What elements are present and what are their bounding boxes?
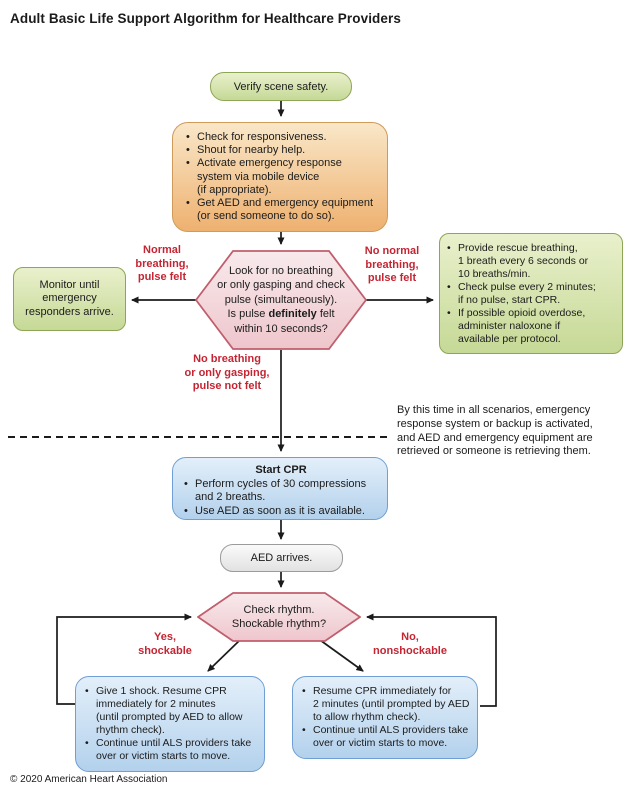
bullet-item: Perform cycles of 30 compressions and 2 … bbox=[183, 478, 379, 504]
start-cpr-heading: Start CPR bbox=[255, 464, 307, 476]
node-nonshockable: Resume CPR immediately for 2 minutes (un… bbox=[292, 676, 478, 759]
hexagon-shape bbox=[195, 250, 367, 350]
bullet-item: Get AED and emergency equipment (or send… bbox=[185, 197, 377, 223]
bullet-item: Check for responsiveness. bbox=[185, 131, 377, 144]
bullet-item: Resume CPR immediately for 2 minutes (un… bbox=[301, 685, 471, 724]
page-title: Adult Basic Life Support Algorithm for H… bbox=[10, 11, 401, 26]
bullet-item: Activate emergency response system via m… bbox=[185, 157, 377, 197]
branch-label-no-breathing: No breathing or only gasping, pulse not … bbox=[184, 353, 270, 392]
node-breathing-pulse-check: Look for no breathing or only gasping an… bbox=[195, 250, 367, 350]
start-cpr-list: Perform cycles of 30 compressions and 2 … bbox=[183, 478, 379, 518]
node-verify-scene: Verify scene safety. bbox=[210, 72, 352, 101]
nonshockable-list: Resume CPR immediately for 2 minutes (un… bbox=[301, 685, 471, 750]
copyright-text: © 2020 American Heart Association bbox=[10, 774, 168, 785]
node-shockable: Give 1 shock. Resume CPR immediately for… bbox=[75, 676, 265, 772]
branch-label-yes-shockable: Yes, shockable bbox=[138, 631, 192, 657]
bullet-item: Continue until ALS providers take over o… bbox=[84, 737, 258, 763]
node-monitor: Monitor until emergency responders arriv… bbox=[13, 267, 126, 331]
branch-label-normal-breathing: Normal breathing, pulse felt bbox=[135, 244, 189, 283]
aed-arrives-text: AED arrives. bbox=[250, 552, 313, 564]
bullet-item: If possible opioid overdose, administer … bbox=[446, 307, 596, 346]
breathing-pulse-check-text: Look for no breathing or only gasping an… bbox=[217, 264, 345, 335]
branch-label-no-normal-breathing: No normal breathing, pulse felt bbox=[364, 245, 420, 284]
breathing-check-bold-word: definitely bbox=[268, 308, 317, 321]
scenario-note: By this time in all scenarios, emergency… bbox=[397, 404, 593, 458]
node-rescue-breathing: Provide rescue breathing, 1 breath every… bbox=[439, 233, 623, 354]
bullet-item: Give 1 shock. Resume CPR immediately for… bbox=[84, 685, 258, 737]
branch-label-no-nonshockable: No, nonshockable bbox=[373, 631, 447, 657]
initial-assessment-list: Check for responsiveness.Shout for nearb… bbox=[185, 131, 377, 223]
node-check-rhythm: Check rhythm. Shockable rhythm? bbox=[197, 592, 361, 642]
verify-scene-text: Verify scene safety. bbox=[233, 80, 329, 93]
rescue-breathing-list: Provide rescue breathing, 1 breath every… bbox=[446, 242, 596, 346]
check-rhythm-text: Check rhythm. Shockable rhythm? bbox=[231, 604, 327, 630]
node-start-cpr: Start CPR Perform cycles of 30 compressi… bbox=[172, 457, 388, 520]
hexagon-shape bbox=[197, 592, 361, 642]
bullet-item: Use AED as soon as it is available. bbox=[183, 505, 379, 518]
bullet-item: Check pulse every 2 minutes; if no pulse… bbox=[446, 281, 596, 307]
node-aed-arrives: AED arrives. bbox=[220, 544, 343, 572]
bullet-item: Provide rescue breathing, 1 breath every… bbox=[446, 242, 596, 281]
bullet-item: Shout for nearby help. bbox=[185, 144, 377, 157]
bullet-item: Continue until ALS providers take over o… bbox=[301, 724, 471, 750]
monitor-text: Monitor until emergency responders arriv… bbox=[25, 279, 114, 318]
shockable-list: Give 1 shock. Resume CPR immediately for… bbox=[84, 685, 258, 763]
node-initial-assessment: Check for responsiveness.Shout for nearb… bbox=[172, 122, 388, 232]
